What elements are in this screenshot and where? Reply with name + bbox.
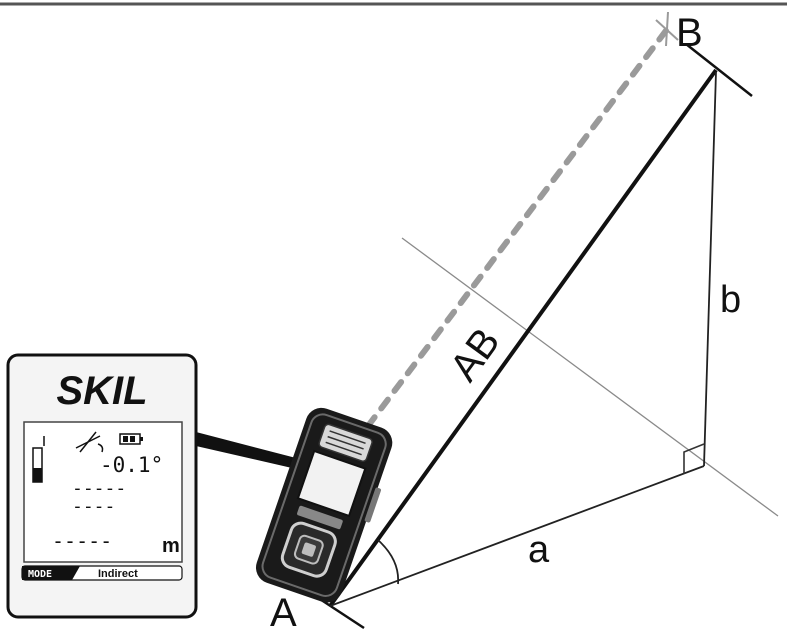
tick-b [685,43,753,97]
device-bar-icon [32,436,45,483]
laser-distance-meter [255,407,393,603]
mode-key-bg [22,566,80,580]
dashes-row-2: ---- [72,496,115,517]
brand-logo: SKIL [56,369,147,413]
result-dashes: ----- [52,529,112,553]
mode-key-label: MODE [28,569,52,580]
label-a: A [270,591,297,631]
hypotenuse-ab [328,68,718,608]
target-cross-icon [655,11,679,47]
label-hypotenuse: AB [442,320,509,389]
unit-label: m [162,535,180,557]
display-reading: -0.1° [100,453,163,477]
right-angle-marker [683,443,705,474]
dashes-row-1: ----- [72,478,126,499]
label-b: B [676,11,703,55]
mode-value-label: Indirect [98,568,138,580]
perpendicular-guide-line [401,237,779,517]
label-side-b: b [720,279,741,321]
label-side-a: a [528,529,550,571]
inclination-icon [75,431,104,453]
callout-connector [196,432,296,468]
device-display-panel: SKIL -0.1° ----- ---- ----- m MODE Indir… [6,353,198,619]
battery-icon [119,433,143,445]
side-a [329,465,705,607]
side-b [703,71,717,467]
laser-beam [365,25,671,429]
angle-arc [377,539,400,585]
display-screen [23,421,183,563]
